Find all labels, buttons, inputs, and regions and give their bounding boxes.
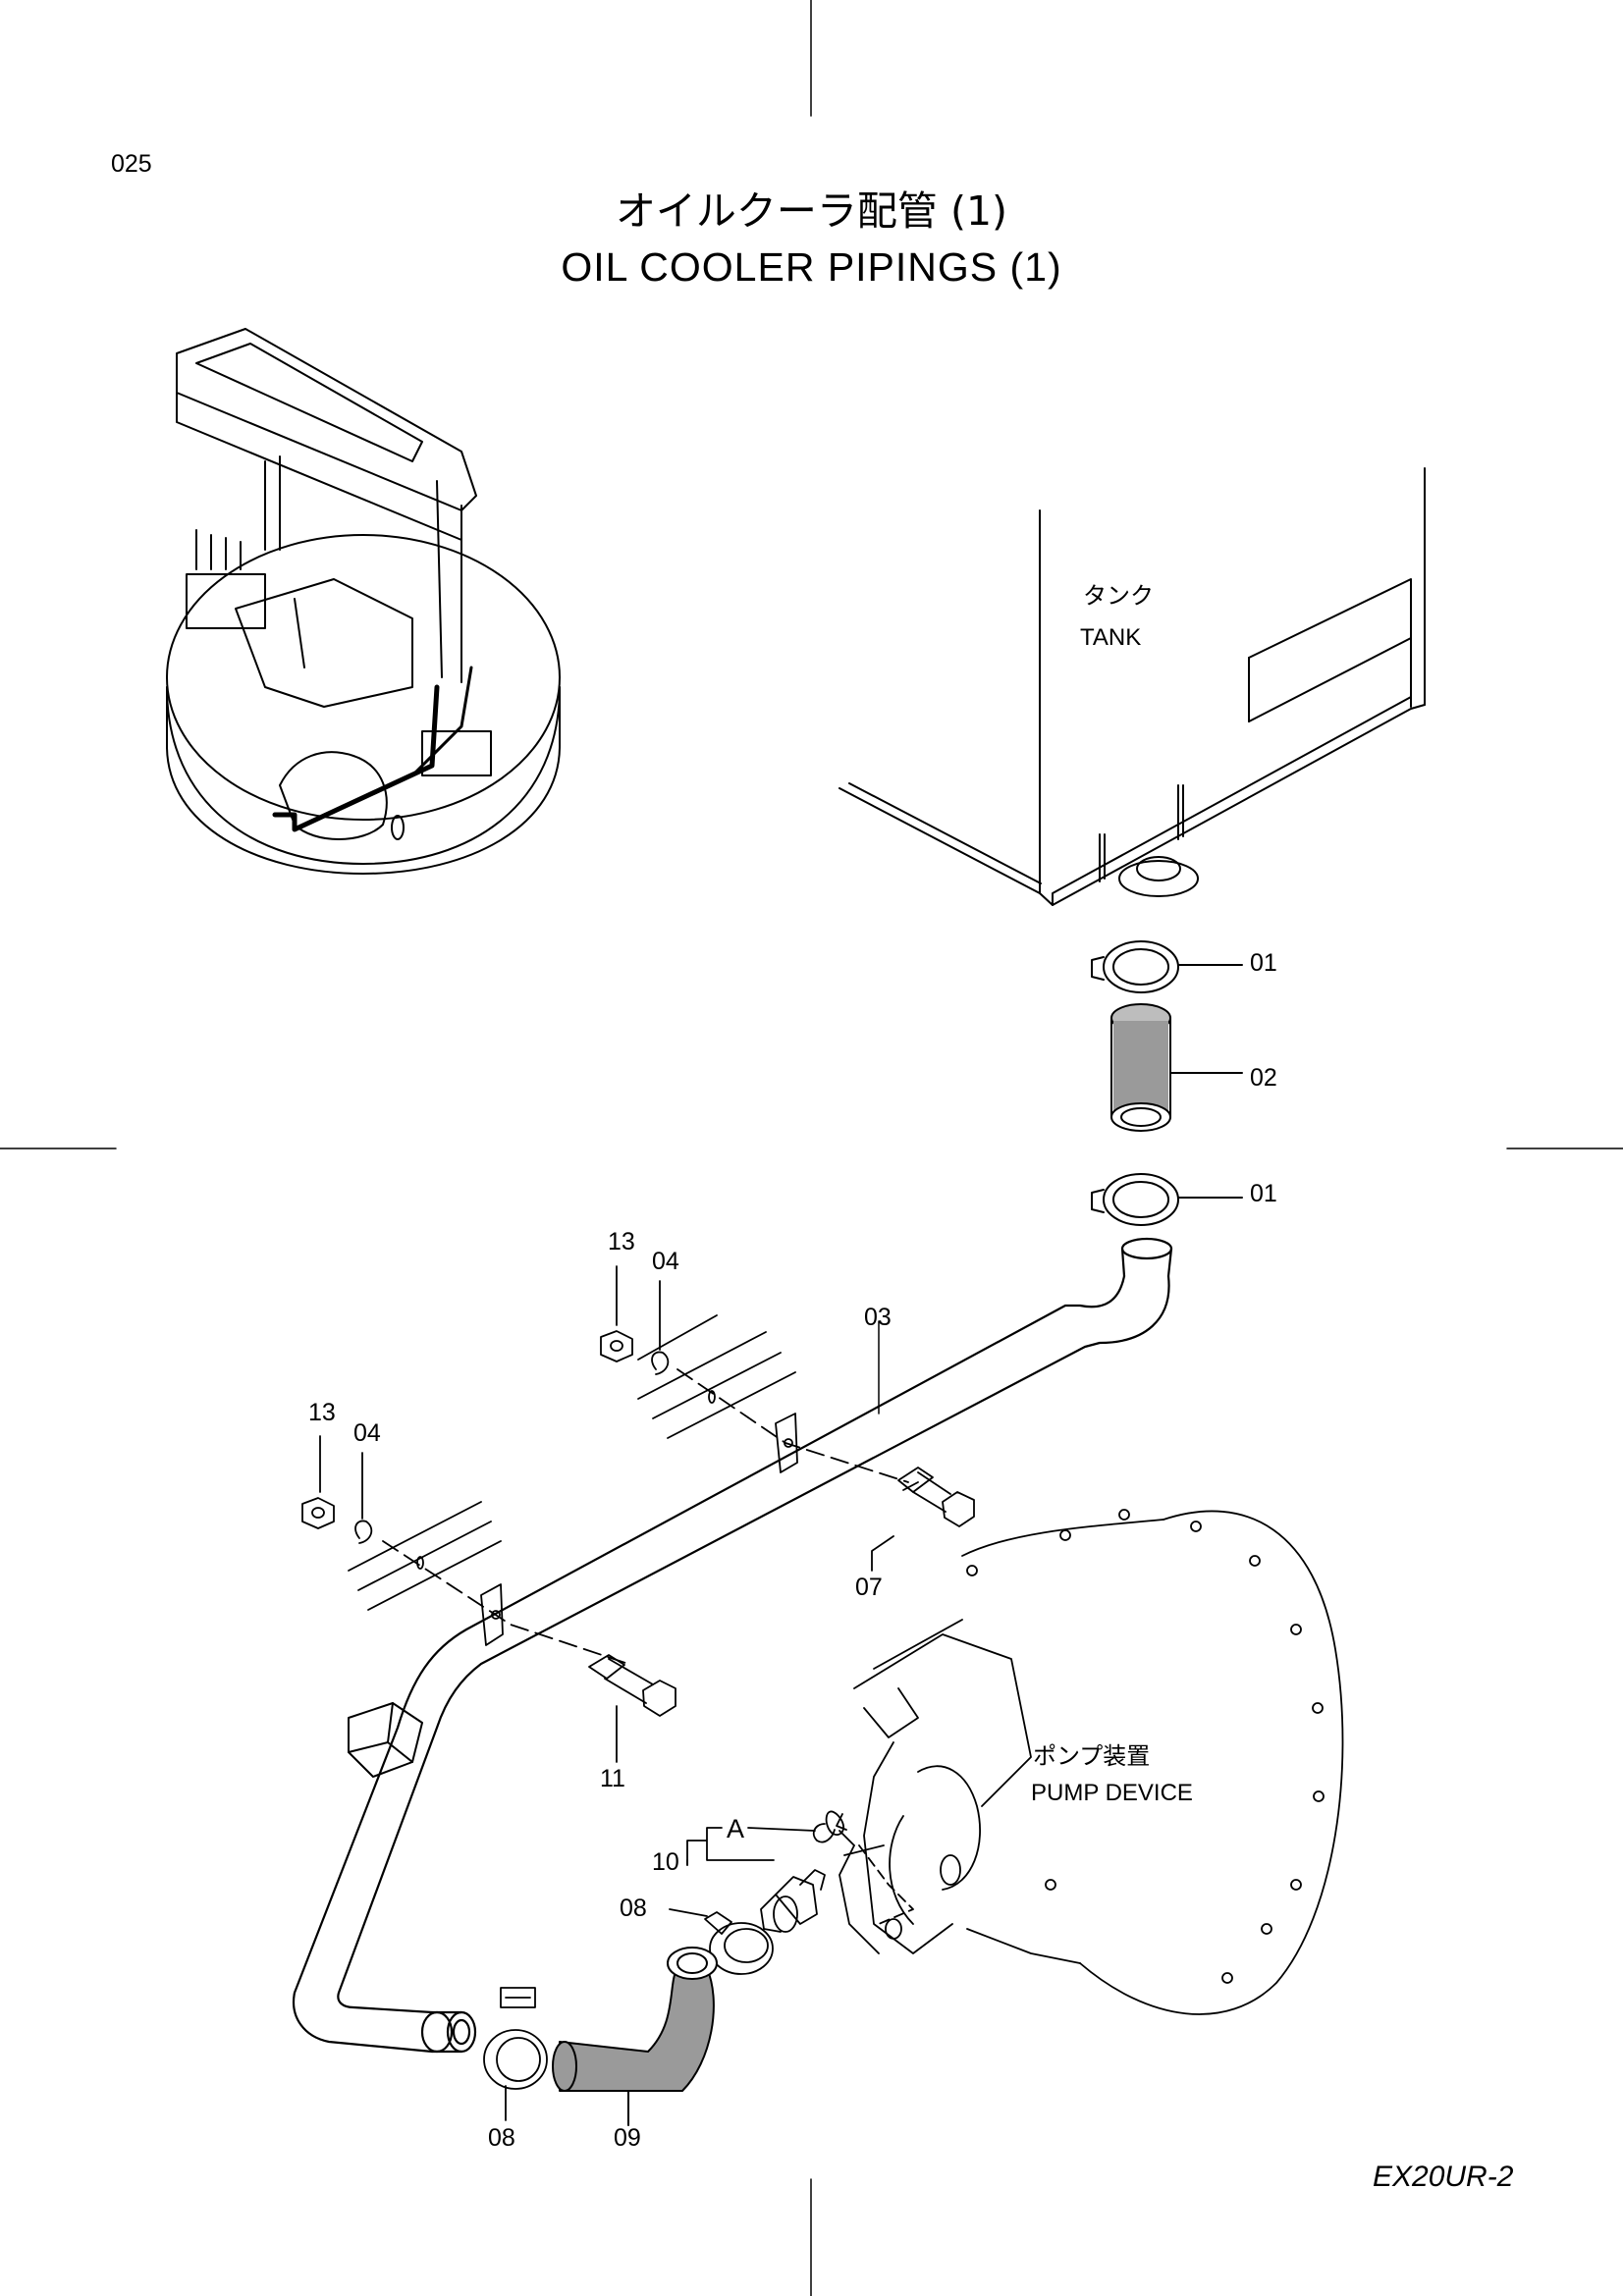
pump-label-english: PUMP DEVICE [1031, 1780, 1193, 1806]
callout-07: 07 [855, 1574, 883, 1601]
tank-label-english: TANK [1080, 624, 1142, 651]
callout-01-bottom: 01 [1250, 1180, 1277, 1207]
view-a-label: A [727, 1814, 745, 1843]
page-title-english: OIL COOLER PIPINGS (1) [561, 244, 1062, 290]
hose-clamp-01-bottom [1091, 1173, 1243, 1226]
hose-clamp-08-upper [669, 1908, 774, 1975]
page-title-japanese: オイルクーラ配管 (1) [615, 187, 1008, 235]
upper-bracket-hardware [600, 1265, 975, 1572]
fitting-10 [686, 1827, 826, 1933]
hose-clamp-08-lower [483, 1987, 548, 2121]
tank-label-japanese: タンク [1083, 583, 1154, 610]
callout-02: 02 [1250, 1064, 1277, 1092]
callout-04-lower: 04 [353, 1419, 381, 1447]
hose-02 [1110, 1003, 1243, 1132]
pipe-cushion [348, 1702, 423, 1778]
callout-03: 03 [864, 1304, 892, 1331]
page-number: 025 [111, 150, 152, 178]
callout-10: 10 [652, 1848, 679, 1876]
callout-08-lower: 08 [488, 2124, 515, 2152]
machine-locator-view [166, 328, 561, 875]
hose-clamp-01-top [1091, 940, 1243, 993]
callout-13-lower: 13 [308, 1399, 336, 1426]
callout-11: 11 [600, 1765, 625, 1792]
model-code: EX20UR-2 [1373, 2161, 1514, 2193]
hydraulic-tank [839, 467, 1426, 906]
callout-09: 09 [614, 2124, 641, 2152]
callout-08-upper: 08 [620, 1895, 647, 1922]
callout-13-upper: 13 [608, 1228, 635, 1255]
callout-04-upper: 04 [652, 1248, 679, 1275]
view-a-arrow [747, 1813, 847, 1843]
hose-09 [552, 1947, 718, 2126]
oil-pipe-03 [292, 1237, 1173, 2054]
pump-device [825, 1509, 1344, 2015]
pump-label-japanese: ポンプ装置 [1033, 1743, 1151, 1770]
lower-bracket-hardware [301, 1435, 676, 1763]
callout-01-top: 01 [1250, 949, 1277, 977]
